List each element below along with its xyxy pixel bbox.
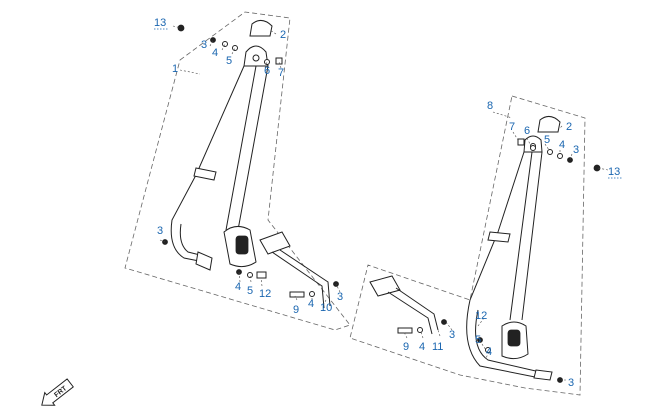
right-nut-3b <box>441 319 447 325</box>
right-callout-6: 6 <box>524 125 530 137</box>
left-callout-6: 6 <box>264 65 270 77</box>
right-callout-3b: 3 <box>449 329 455 341</box>
left-nut-3 <box>210 37 216 43</box>
right-callout-11: 11 <box>432 341 443 353</box>
left-callout-1: 1 <box>172 63 178 75</box>
left-buckle <box>259 231 291 255</box>
left-callouts: 13 3 4 5 2 6 7 1 3 4 5 12 9 4 10 3 <box>154 17 343 316</box>
right-assembly-boundary <box>349 95 586 396</box>
right-cover-2 <box>537 116 561 133</box>
right-buckle <box>369 275 401 297</box>
right-shoulder-webbing <box>466 151 541 379</box>
left-callout-3b: 3 <box>157 225 163 237</box>
left-callout-3: 3 <box>201 39 207 51</box>
left-washer-4b <box>236 269 242 275</box>
left-upper-anchor-hole <box>252 54 260 62</box>
left-lap-webbing <box>179 223 205 257</box>
left-callout-4b: 4 <box>235 281 241 293</box>
right-guide-clip <box>487 231 511 243</box>
right-spacer-6 <box>530 145 536 151</box>
right-callout-2: 2 <box>566 121 572 133</box>
right-callout-8: 8 <box>487 100 493 112</box>
left-spacer-5b <box>247 272 253 278</box>
left-callout-13: 13 <box>154 17 166 29</box>
left-callout-5: 5 <box>226 55 232 67</box>
right-callout-5: 5 <box>544 134 550 146</box>
right-lap-webbing <box>475 309 541 373</box>
right-callout-9: 9 <box>403 341 409 353</box>
left-leader-lines <box>159 25 341 305</box>
right-callout-7: 7 <box>509 121 515 133</box>
right-nut-3c <box>557 377 563 383</box>
left-callout-4c: 4 <box>308 298 314 310</box>
left-callout-7: 7 <box>278 67 284 79</box>
front-direction-badge: FRT <box>41 378 74 406</box>
right-callout-5b: 5 <box>475 334 481 346</box>
right-washer-4 <box>557 153 563 159</box>
right-nut-3 <box>567 157 573 163</box>
left-spacer-6 <box>264 59 270 65</box>
left-bolt-12 <box>256 271 267 279</box>
right-lower-anchor <box>533 369 553 381</box>
right-washer-4b <box>477 337 483 343</box>
left-washer-4c <box>309 291 315 297</box>
right-callout-4c: 4 <box>419 341 425 353</box>
left-callout-4: 4 <box>212 47 218 59</box>
right-callout-3c: 3 <box>568 377 574 389</box>
right-bolt-9 <box>397 327 413 334</box>
left-shoulder-webbing-edge <box>225 65 269 231</box>
direction-arrow-icon <box>41 378 74 406</box>
left-cover-2 <box>249 20 273 37</box>
right-nut-13 <box>593 164 601 172</box>
right-washer-4c <box>417 327 423 333</box>
left-seat-belt-assembly <box>124 11 351 331</box>
right-bolt-7 <box>517 138 525 146</box>
left-bolt-7 <box>275 57 283 65</box>
left-callout-5b: 5 <box>247 285 253 297</box>
right-callout-4b: 4 <box>486 346 492 358</box>
left-assembly-boundary <box>124 11 351 331</box>
left-callout-12: 12 <box>259 288 271 300</box>
right-seat-belt-assembly <box>349 95 609 396</box>
right-leader-lines <box>403 111 609 381</box>
left-shoulder-webbing <box>170 65 245 263</box>
left-guide-clip <box>193 167 217 181</box>
left-callout-10: 10 <box>320 302 332 314</box>
left-lower-anchor <box>195 251 213 271</box>
right-callout-3: 3 <box>573 144 579 156</box>
left-callout-9: 9 <box>293 304 299 316</box>
right-shoulder-webbing-edge <box>509 151 543 321</box>
right-callout-13: 13 <box>608 166 620 178</box>
left-callout-3c: 3 <box>337 291 343 303</box>
right-buckle-stalk <box>387 287 439 335</box>
right-callout-4: 4 <box>559 139 565 151</box>
left-buckle-stalk <box>271 249 331 309</box>
right-spacer-5b <box>485 347 491 353</box>
right-callouts: 8 7 6 2 5 4 3 13 12 5 4 9 4 11 3 3 <box>403 100 622 389</box>
right-retractor-spool <box>507 329 521 347</box>
left-callout-2: 2 <box>280 29 286 41</box>
left-retractor-spool <box>235 235 249 255</box>
right-callout-12: 12 <box>475 310 487 322</box>
left-bolt-9 <box>289 291 305 298</box>
left-spacer-5 <box>232 45 238 51</box>
right-spacer-5 <box>547 149 553 155</box>
left-washer-4 <box>222 41 228 47</box>
